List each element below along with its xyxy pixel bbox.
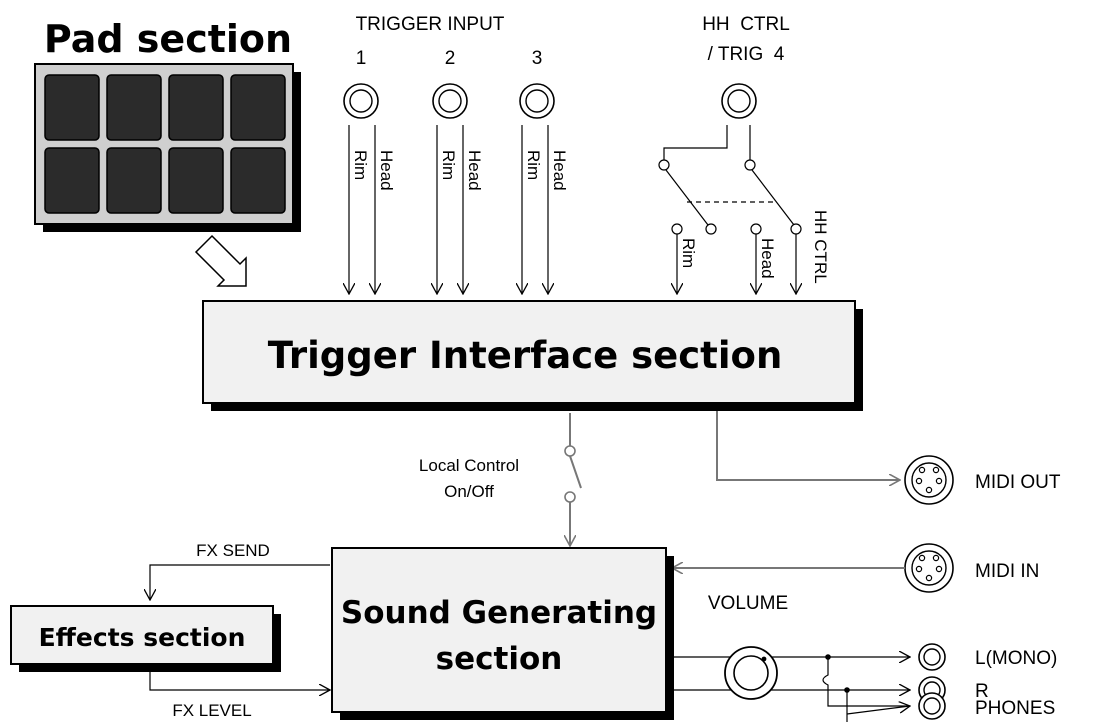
trigger-input-3-number: 3 [532,48,543,69]
phones-branch-left [822,657,910,707]
hh-switch-blade-left [665,169,709,226]
output-left-jack[interactable] [918,643,946,671]
hh-switch-contact-rim [671,223,683,235]
fx-send-label: FX SEND [196,541,270,560]
effects-title: Effects section [39,623,246,652]
trigger-input-2-jack[interactable] [432,83,468,119]
pad-6[interactable] [106,147,162,214]
trigger-1-rim-label: Rim [351,150,370,180]
trigger-input-2-number: 2 [445,48,456,69]
pad-5[interactable] [44,147,100,214]
local-control-switch[interactable] [565,413,582,546]
fx-level-label: FX LEVEL [172,701,251,720]
hh-switch-contact-left-b [705,223,717,235]
sound-generating-title-line1: Sound Generating [341,595,657,631]
volume-label: VOLUME [708,593,788,614]
hh-switch-blade-right [751,169,795,226]
phones-label: PHONES [975,698,1055,719]
volume-knob[interactable] [724,646,778,700]
midi-out-line [716,411,900,480]
sound-generating-title-line2: section [436,641,563,677]
trigger-interface-title: Trigger Interface section [268,334,783,377]
output-left-label: L(MONO) [975,648,1057,669]
trigger-interface-box [202,300,856,404]
hh-ctrl-title-line2: / TRIG 4 [708,44,785,65]
trigger-2-rim-label: Rim [439,150,458,180]
phones-line [846,706,910,715]
fx-level-line [149,672,330,690]
trigger-3-rim-label: Rim [524,150,543,180]
trigger-2-head-label: Head [465,150,484,191]
midi-out-connector[interactable] [904,455,954,505]
hh-ctrl-group: HH CTRL / TRIG 4 Rim Head HH CTRL [658,14,830,294]
local-control-label-line2: On/Off [444,482,494,501]
sound-generating-section: Sound Generating section [331,547,674,720]
midi-out-label: MIDI OUT [975,472,1061,493]
pad-4[interactable] [230,74,286,141]
pad-section: Pad section [34,17,301,287]
trigger-input-group: TRIGGER INPUT 1 2 3 Rim Head Rim Head Ri… [344,14,569,294]
hh-switch-pivot-right [744,159,756,171]
trigger-input-1-number: 1 [356,48,367,69]
phones-jack[interactable] [918,692,946,720]
hh-switch-contact-ctrl [790,223,802,235]
pad-8[interactable] [230,147,286,214]
hh-head-label: Head [758,238,777,279]
midi-in-connector[interactable] [904,543,954,593]
midi-in-label: MIDI IN [975,561,1039,582]
effects-box [10,605,274,665]
trigger-interface-section: Trigger Interface section [202,300,863,411]
trigger-input-title: TRIGGER INPUT [356,14,505,35]
pad-7[interactable] [168,147,224,214]
hh-switch-contact-head [750,223,762,235]
pad-3[interactable] [168,74,224,141]
local-control-label-line1: Local Control [419,456,519,475]
sound-generating-box [331,547,667,713]
hh-ctrl-jack[interactable] [721,83,757,119]
effects-section: Effects section [10,605,281,672]
pad-2[interactable] [106,74,162,141]
pad-grid [44,74,286,214]
pad-to-interface-arrow [194,234,247,287]
output-right-label: R [975,681,989,702]
fx-send-line [150,564,330,600]
trigger-input-3-jack[interactable] [519,83,555,119]
trigger-1-head-label: Head [377,150,396,191]
pad-section-title: Pad section [44,17,292,61]
trigger-input-1-jack[interactable] [343,83,379,119]
trigger-3-head-label: Head [550,150,569,191]
hh-switch-pivot-left [658,159,670,171]
hh-ctrl-wire-left [663,125,728,160]
hh-ctrl-label: HH CTRL [811,210,830,284]
hh-rim-label: Rim [679,238,698,268]
hh-ctrl-title-line1: HH CTRL [702,14,790,35]
pad-1[interactable] [44,74,100,141]
